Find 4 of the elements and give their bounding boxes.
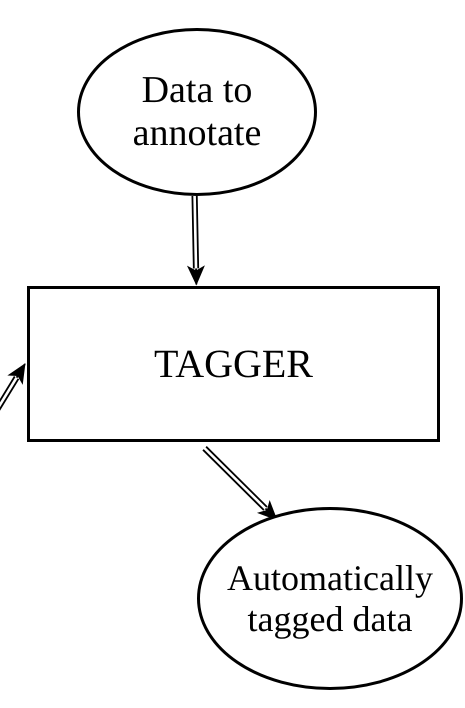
data-label: Data to annotate: [132, 69, 262, 155]
double-arrow: [186, 195, 205, 286]
process-label: TAGGER: [152, 342, 314, 386]
data-label: Automatically tagged data: [226, 558, 434, 639]
